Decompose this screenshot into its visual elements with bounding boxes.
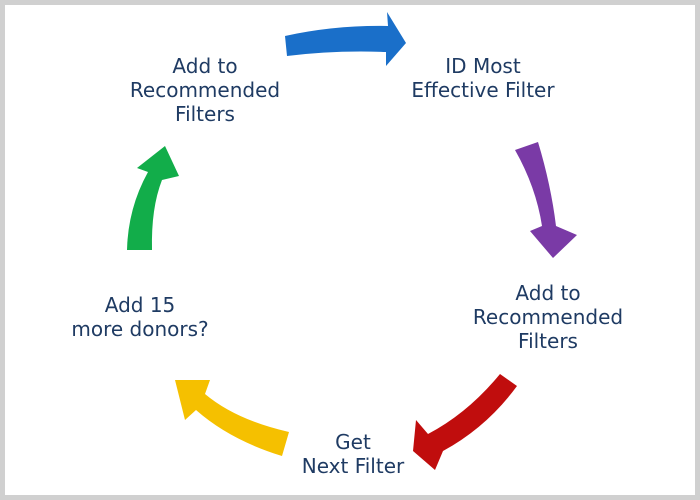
node-line: Get <box>335 430 371 454</box>
node-line: Filters <box>175 102 235 126</box>
node-line: Recommended <box>472 305 624 329</box>
node-line: more donors? <box>71 317 209 341</box>
node-add-to-recommended-top: Add to Recommended Filters <box>105 54 305 126</box>
node-line: Filters <box>518 329 578 353</box>
node-add-more-donors: Add 15 more donors? <box>40 293 240 341</box>
arrow-blue <box>285 12 406 66</box>
node-line: Recommended <box>129 78 281 102</box>
arrow-purple <box>515 142 577 258</box>
arrow-red <box>413 374 517 470</box>
node-line: Add to <box>515 281 581 305</box>
arrow-yellow <box>175 380 289 456</box>
node-line: Add to <box>172 54 238 78</box>
node-get-next-filter: Get Next Filter <box>253 430 453 478</box>
node-id-most-effective: ID Most Effective Filter <box>383 54 583 102</box>
node-line: Add 15 <box>104 293 176 317</box>
node-line: ID Most <box>445 54 521 78</box>
node-add-to-recommended-right: Add to Recommended Filters <box>448 281 648 353</box>
node-line: Effective Filter <box>411 78 555 102</box>
arrow-green <box>127 146 179 250</box>
node-line: Next Filter <box>301 454 405 478</box>
